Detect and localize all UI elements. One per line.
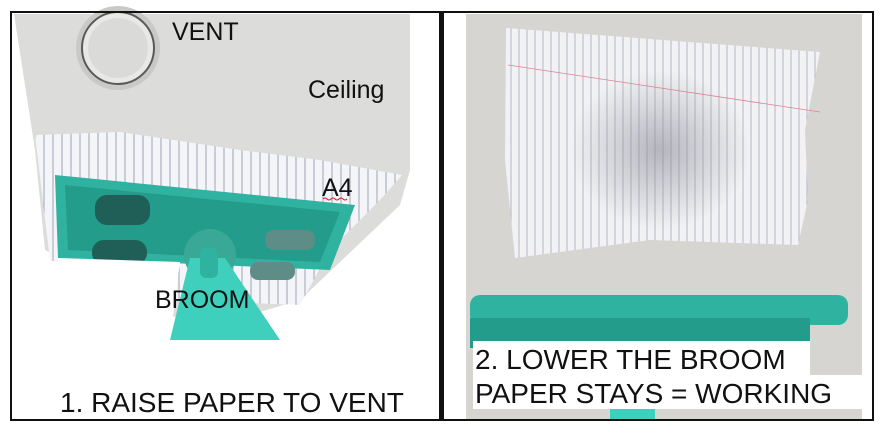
ceiling-label: Ceiling: [308, 76, 384, 104]
step2-caption-line1: 2. LOWER THE BROOM: [475, 344, 786, 375]
vent-shadow: [570, 70, 750, 230]
panel-divider: [439, 12, 444, 420]
broom-label: BROOM: [155, 286, 249, 314]
broom-handle: [170, 248, 280, 340]
step2-caption-line2: PAPER STAYS = WORKING: [475, 378, 832, 409]
spellcheck-underline: [322, 197, 348, 201]
a4-label: A4: [322, 174, 353, 202]
broom-head-lowered: [470, 295, 848, 348]
vent-label: VENT: [172, 18, 239, 46]
vent-icon: [76, 6, 160, 90]
panel-right-photo: 2. LOWER THE BROOM PAPER STAYS = WORKING: [466, 14, 863, 420]
panel-left-photo: VENT Ceiling A4 BROOM 1. RAISE PAPER TO …: [14, 6, 410, 418]
step1-caption: 1. RAISE PAPER TO VENT: [60, 387, 404, 418]
broom-head: [55, 175, 355, 281]
